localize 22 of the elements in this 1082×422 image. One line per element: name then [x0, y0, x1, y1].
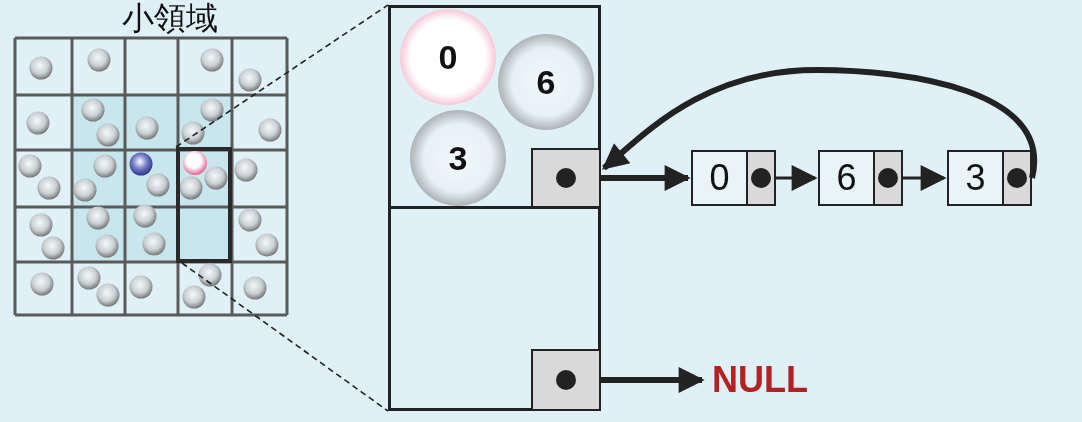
node-value: 0: [708, 156, 731, 200]
pointer-box: [531, 349, 601, 411]
zoom-guide-line: [175, 4, 389, 148]
highlight-frame: [176, 147, 232, 263]
list-node: [818, 150, 903, 206]
null-label: NULL: [705, 357, 815, 403]
particle-number: 3: [448, 138, 468, 178]
particle-number: 6: [536, 62, 556, 102]
arrow: [776, 165, 818, 191]
arrow: [903, 165, 947, 191]
zoom-guide-line: [181, 262, 389, 412]
node-value: 6: [835, 156, 858, 200]
diagram-title: 小領域: [121, 0, 219, 36]
node-value: 3: [964, 156, 987, 200]
list-node: [691, 150, 776, 206]
particle-number: 0: [438, 37, 458, 77]
arrow: [602, 67, 1037, 179]
arrow: [601, 367, 705, 393]
cell-list-panel: [388, 5, 601, 411]
pointer-box: [531, 148, 601, 208]
list-node: [947, 150, 1032, 206]
arrow: [601, 165, 691, 191]
